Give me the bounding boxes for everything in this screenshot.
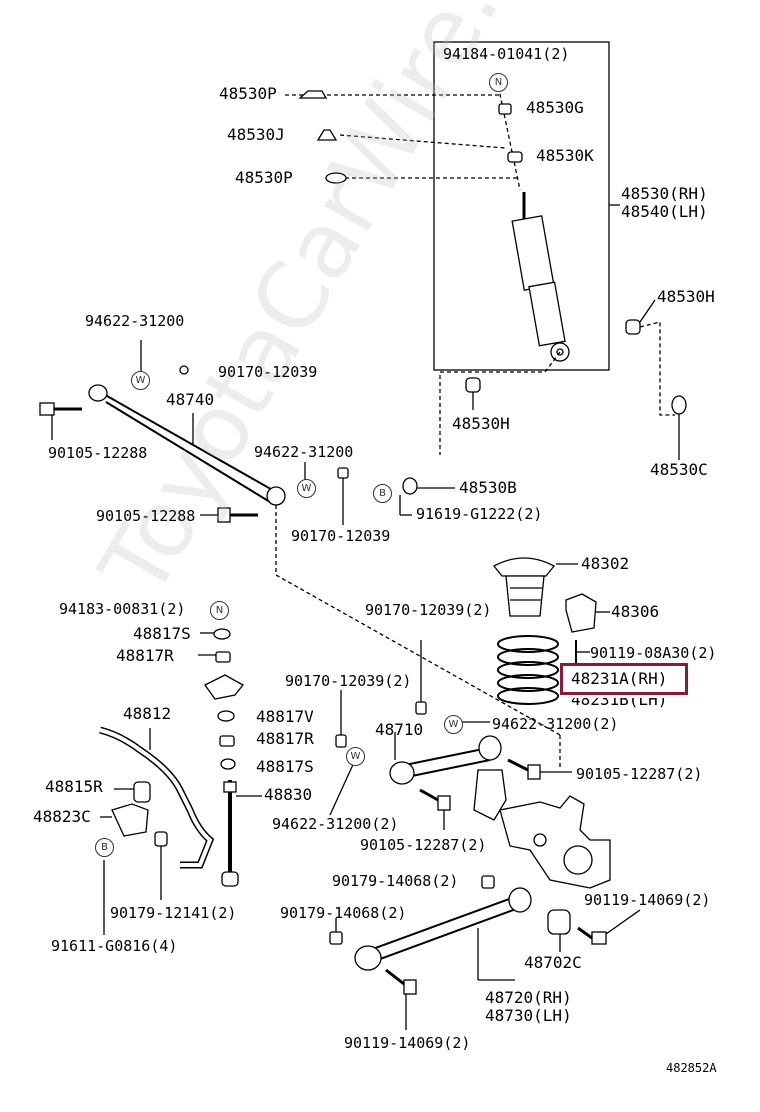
- diagram-id: 482852A: [666, 1061, 717, 1075]
- marker-w-arm: W: [444, 715, 463, 734]
- part-48530P-bottom: [325, 172, 347, 184]
- label-48812[interactable]: 48812: [123, 704, 172, 723]
- label-48530-RH[interactable]: 48530(RH): [621, 184, 708, 203]
- shock-upper-tube: [511, 215, 555, 291]
- label-94622-31200-2a[interactable]: 94622-31200(2): [492, 715, 619, 733]
- shock-lower-tube: [528, 281, 566, 347]
- label-48817V[interactable]: 48817V: [256, 707, 314, 726]
- label-48530P-top[interactable]: 48530P: [219, 84, 277, 103]
- label-48530H-left[interactable]: 48530H: [452, 414, 510, 433]
- shock-absorber-group-box: [433, 41, 610, 371]
- selected-part-highlight: [560, 663, 688, 695]
- marker-w-rod-left: W: [131, 371, 150, 390]
- marker-n-top: N: [489, 73, 508, 92]
- label-48710[interactable]: 48710: [375, 720, 424, 739]
- marker-b-stab: B: [95, 838, 114, 857]
- label-94622-31200-b[interactable]: 94622-31200: [254, 443, 354, 461]
- label-48817R-b[interactable]: 48817R: [256, 729, 314, 748]
- label-48740[interactable]: 48740: [166, 390, 215, 409]
- label-90179-14068-b[interactable]: 90179-14068(2): [280, 904, 407, 922]
- label-48540-LH[interactable]: 48540(LH): [621, 202, 708, 221]
- label-90119-08A30[interactable]: 90119-08A30(2): [590, 644, 717, 662]
- label-90119-14069-b[interactable]: 90119-14069(2): [344, 1034, 471, 1052]
- label-94622-31200-a[interactable]: 94622-31200: [85, 312, 185, 330]
- label-48817S-b[interactable]: 48817S: [256, 757, 314, 776]
- label-48302[interactable]: 48302: [581, 554, 630, 573]
- marker-w-arm-lower: W: [346, 747, 365, 766]
- part-48530K: [507, 151, 523, 163]
- label-48530H-right[interactable]: 48530H: [657, 287, 715, 306]
- label-48530C[interactable]: 48530C: [650, 460, 708, 479]
- label-48817S-a[interactable]: 48817S: [133, 624, 191, 643]
- marker-n-stab: N: [210, 601, 229, 620]
- label-48815R[interactable]: 48815R: [45, 777, 103, 796]
- label-48530K[interactable]: 48530K: [536, 146, 594, 165]
- label-90179-14068-a[interactable]: 90179-14068(2): [332, 872, 459, 890]
- label-94184-01041[interactable]: 94184-01041(2): [443, 45, 570, 63]
- label-91619-G1222[interactable]: 91619-G1222(2): [416, 505, 543, 523]
- label-90170-12039-2b[interactable]: 90170-12039(2): [285, 672, 412, 690]
- label-48530B[interactable]: 48530B: [459, 478, 517, 497]
- label-48530P-bottom[interactable]: 48530P: [235, 168, 293, 187]
- label-48817R-a[interactable]: 48817R: [116, 646, 174, 665]
- label-48231B-LH[interactable]: 48231B(LH): [571, 690, 668, 709]
- part-48530P-top: [298, 90, 328, 99]
- label-90170-12039-b[interactable]: 90170-12039: [291, 527, 391, 545]
- label-90119-14069-a[interactable]: 90119-14069(2): [584, 891, 711, 909]
- label-90105-12288-a[interactable]: 90105-12288: [48, 444, 148, 462]
- label-90170-12039-a[interactable]: 90170-12039: [218, 363, 318, 381]
- label-90179-12141[interactable]: 90179-12141(2): [110, 904, 237, 922]
- label-94183-00831[interactable]: 94183-00831(2): [59, 600, 186, 618]
- label-90170-12039-2a[interactable]: 90170-12039(2): [365, 601, 492, 619]
- label-48530G[interactable]: 48530G: [526, 98, 584, 117]
- marker-w-rod-right: W: [297, 479, 316, 498]
- label-91611-G0816[interactable]: 91611-G0816(4): [51, 937, 178, 955]
- part-48530G: [498, 103, 512, 115]
- label-48231A-RH[interactable]: 48231A(RH): [571, 669, 668, 688]
- label-48830[interactable]: 48830: [264, 785, 313, 804]
- label-48730-LH[interactable]: 48730(LH): [485, 1006, 572, 1025]
- label-94622-31200-2b[interactable]: 94622-31200(2): [272, 815, 399, 833]
- label-90105-12287-b[interactable]: 90105-12287(2): [360, 836, 487, 854]
- label-90105-12287-a[interactable]: 90105-12287(2): [576, 765, 703, 783]
- label-48702C[interactable]: 48702C: [524, 953, 582, 972]
- label-48720-RH[interactable]: 48720(RH): [485, 988, 572, 1007]
- label-48530J[interactable]: 48530J: [227, 125, 285, 144]
- label-48306[interactable]: 48306: [611, 602, 660, 621]
- marker-b-shock: B: [373, 484, 392, 503]
- label-90105-12288-b[interactable]: 90105-12288: [96, 507, 196, 525]
- part-48530J: [316, 129, 338, 141]
- label-48823C[interactable]: 48823C: [33, 807, 91, 826]
